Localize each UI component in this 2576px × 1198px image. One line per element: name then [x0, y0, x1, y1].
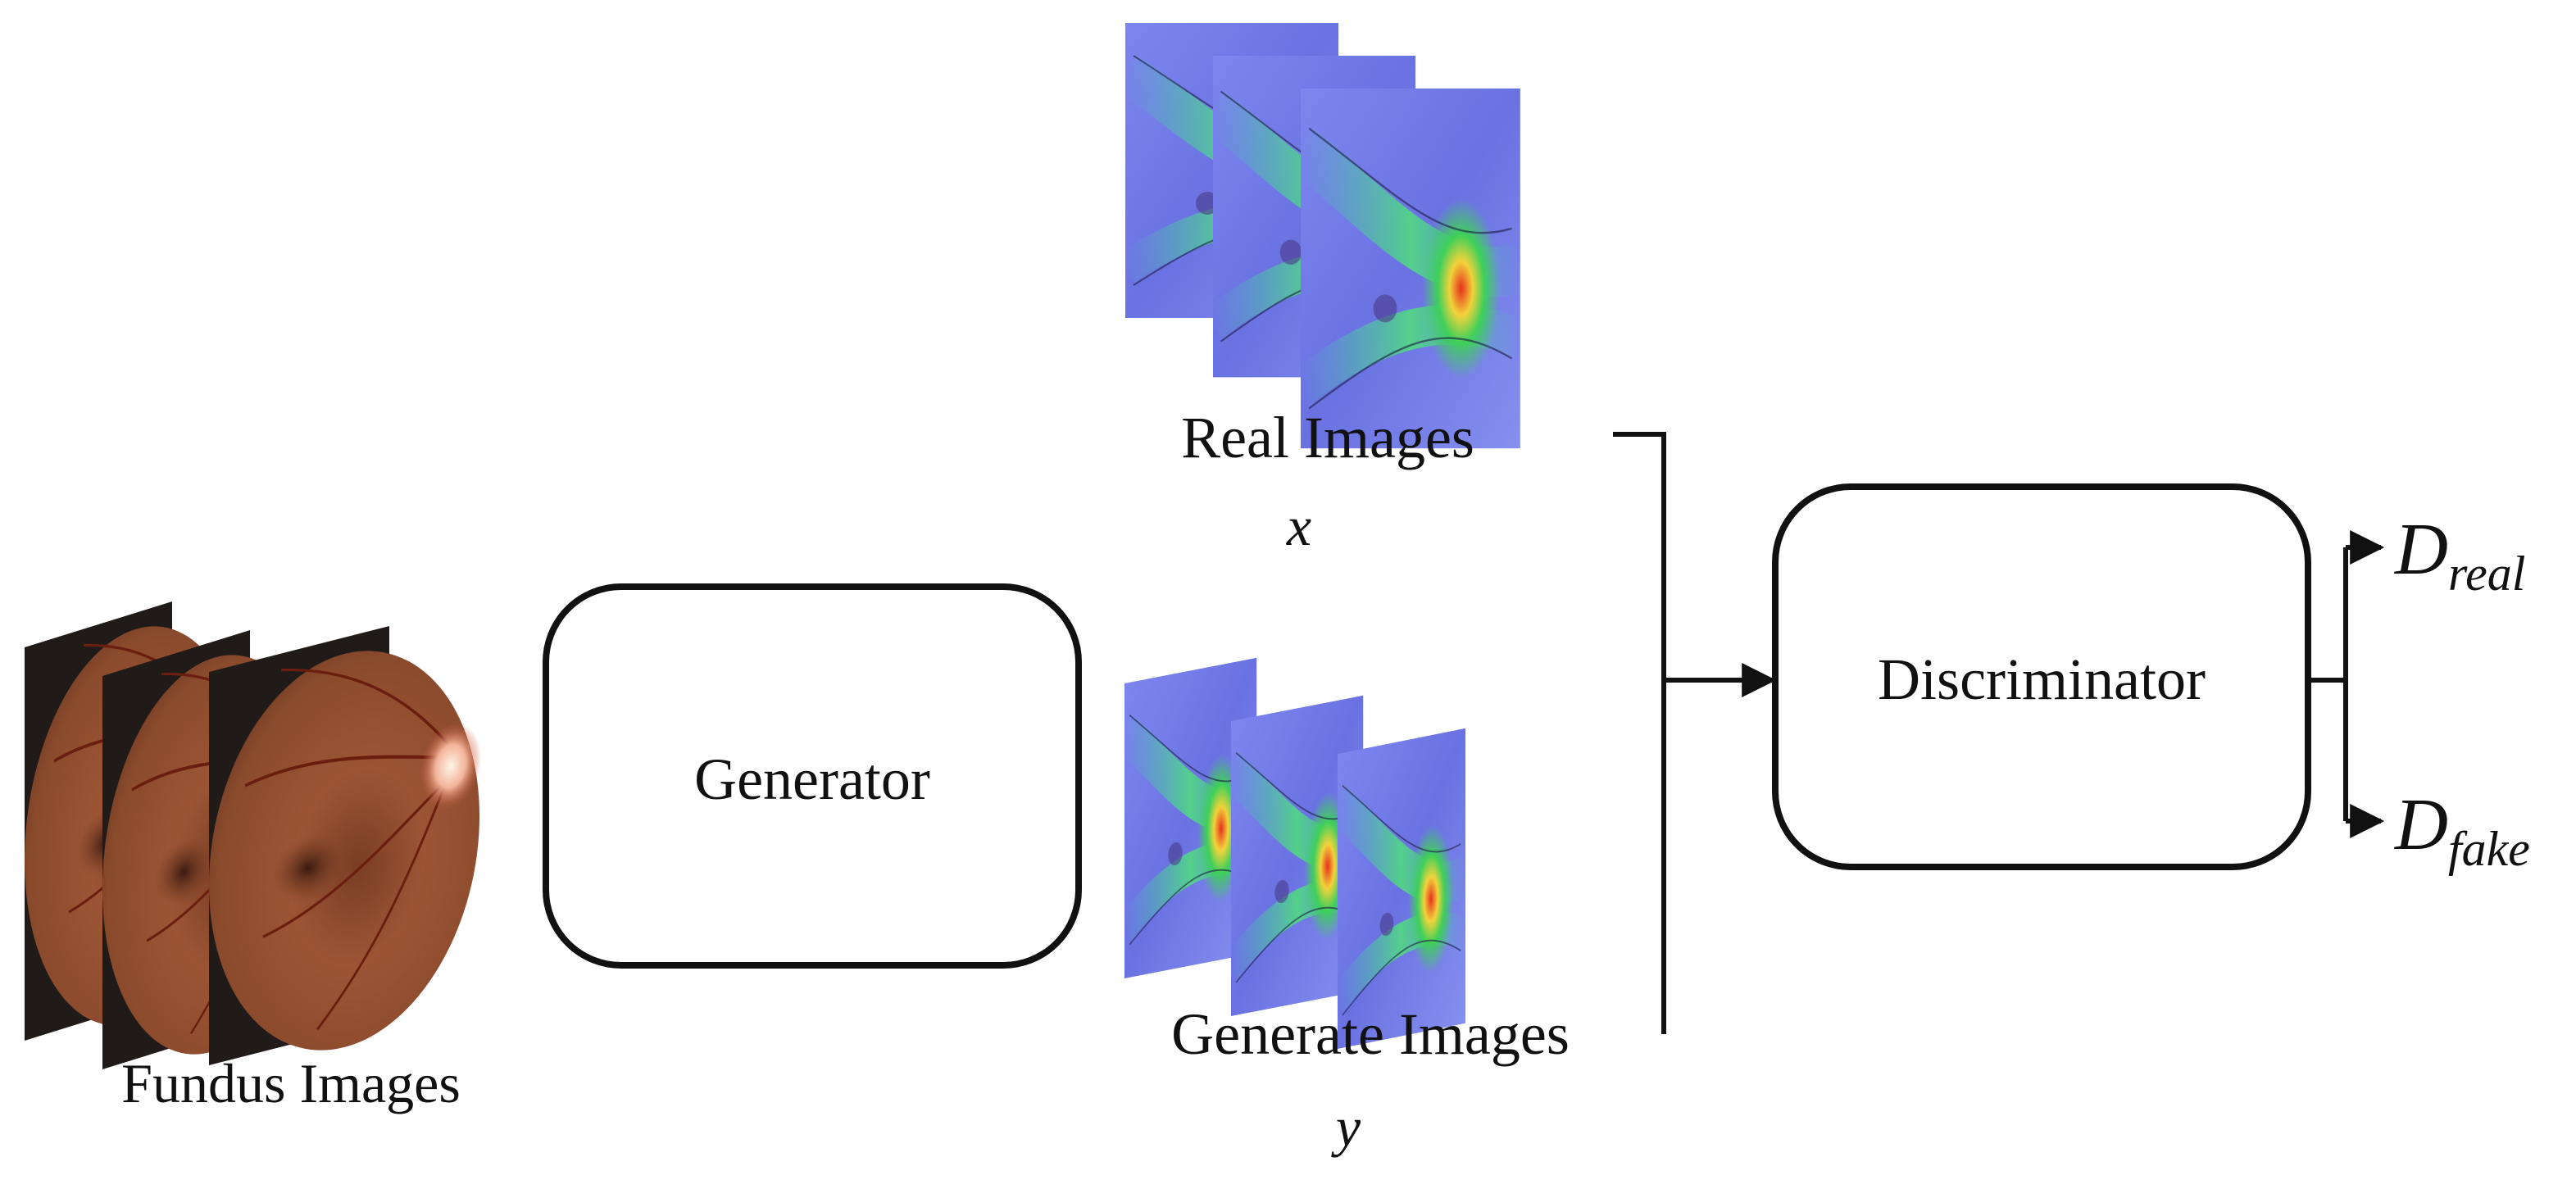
generate-images-variable: y: [1331, 1096, 1361, 1158]
discriminator-label: Discriminator: [1878, 647, 2206, 712]
real-image-3: [1301, 88, 1520, 448]
merge-connector: [1613, 432, 1777, 1034]
generated-image-stack: [1124, 658, 1465, 1049]
real-images-variable: x: [1286, 495, 1311, 557]
d-fake-label: Dfake: [2393, 784, 2530, 876]
d-fake-main: D: [2393, 784, 2448, 865]
fundus-image-stack: [25, 579, 482, 1086]
discriminator-box: [1772, 483, 2311, 870]
generate-images-label: Generate Images: [1171, 1001, 1570, 1067]
d-real-label: Dreal: [2393, 509, 2525, 601]
d-real-subscript: real: [2448, 547, 2525, 601]
d-real-main: D: [2393, 509, 2448, 590]
real-image-stack: [1125, 23, 1520, 448]
fundus-images-label: Fundus Images: [121, 1052, 461, 1114]
generator-label: Generator: [694, 746, 930, 812]
output-connector: [2311, 530, 2385, 838]
d-fake-subscript: fake: [2448, 822, 2530, 876]
real-images-label: Real Images: [1181, 405, 1474, 470]
real-branch-line: [1613, 432, 1666, 680]
fundus-image-3: [209, 602, 482, 1082]
generator-box: [543, 583, 1082, 969]
